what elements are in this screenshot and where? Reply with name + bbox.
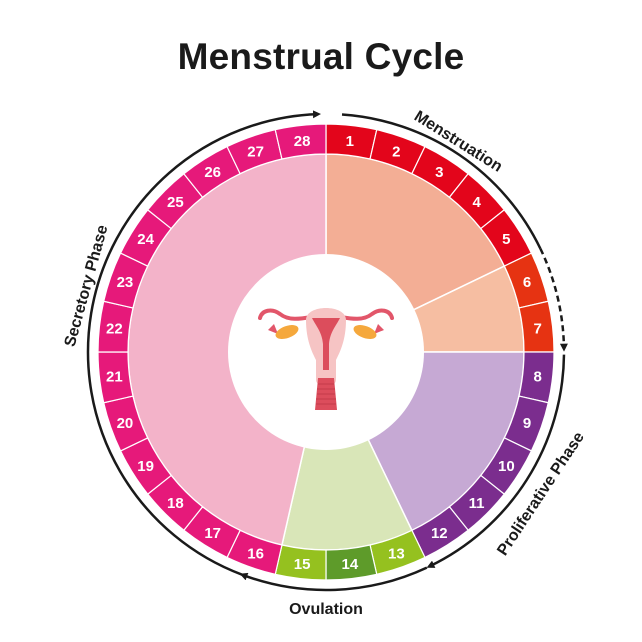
uterus-icon [258,308,394,410]
day-number: 24 [137,231,154,248]
phase-arrow [239,566,428,592]
day-number: 21 [106,368,123,385]
day-number: 2 [392,143,400,160]
day-number: 10 [498,458,515,475]
day-number: 18 [167,495,184,512]
day-segment: 22 [97,300,134,353]
day-segment: 17 [183,505,241,559]
day-number: 28 [294,133,311,150]
day-number: 23 [117,274,134,291]
phase-arrow-dashed [539,248,568,352]
day-number: 11 [469,495,485,512]
day-number: 25 [167,194,184,211]
day-number: 8 [533,368,541,385]
day-number: 15 [294,556,311,573]
phase-arrow [341,113,542,250]
day-number: 4 [472,194,481,211]
day-segment: 13 [369,529,426,576]
day-number: 9 [523,415,531,432]
day-segment: 15 [274,544,327,581]
day-number: 14 [342,556,359,573]
phase-arrow [86,110,321,576]
day-segment: 14 [325,544,378,581]
day-segment: 7 [518,300,555,353]
day-number: 1 [346,133,354,150]
day-number: 3 [435,164,443,181]
day-number: 16 [247,546,264,563]
day-number: 6 [523,274,531,291]
phase-label-ovulation: Ovulation [289,601,363,618]
day-segment: 18 [146,474,204,532]
day-segment: 1 [325,123,378,160]
day-number: 22 [106,321,123,338]
day-number: 27 [247,143,264,160]
day-number: 20 [117,415,134,432]
day-segment: 23 [102,252,149,309]
phase-arrow [426,354,566,568]
day-number: 5 [502,231,510,248]
day-segment: 16 [226,529,283,576]
inner-phase-sectors [127,153,525,551]
day-ring: 1234567891011121314151617181920212223242… [97,123,555,581]
day-number: 12 [431,525,448,542]
phase-arrows [86,110,568,592]
day-number: 26 [204,164,221,181]
day-number: 17 [204,525,221,542]
day-segment: 21 [97,351,134,404]
day-number: 19 [137,458,154,475]
day-number: 7 [533,321,541,338]
day-segment: 28 [274,123,327,160]
day-segment: 8 [518,351,555,404]
day-number: 13 [388,546,405,563]
page-title: Menstrual Cycle [177,36,465,77]
